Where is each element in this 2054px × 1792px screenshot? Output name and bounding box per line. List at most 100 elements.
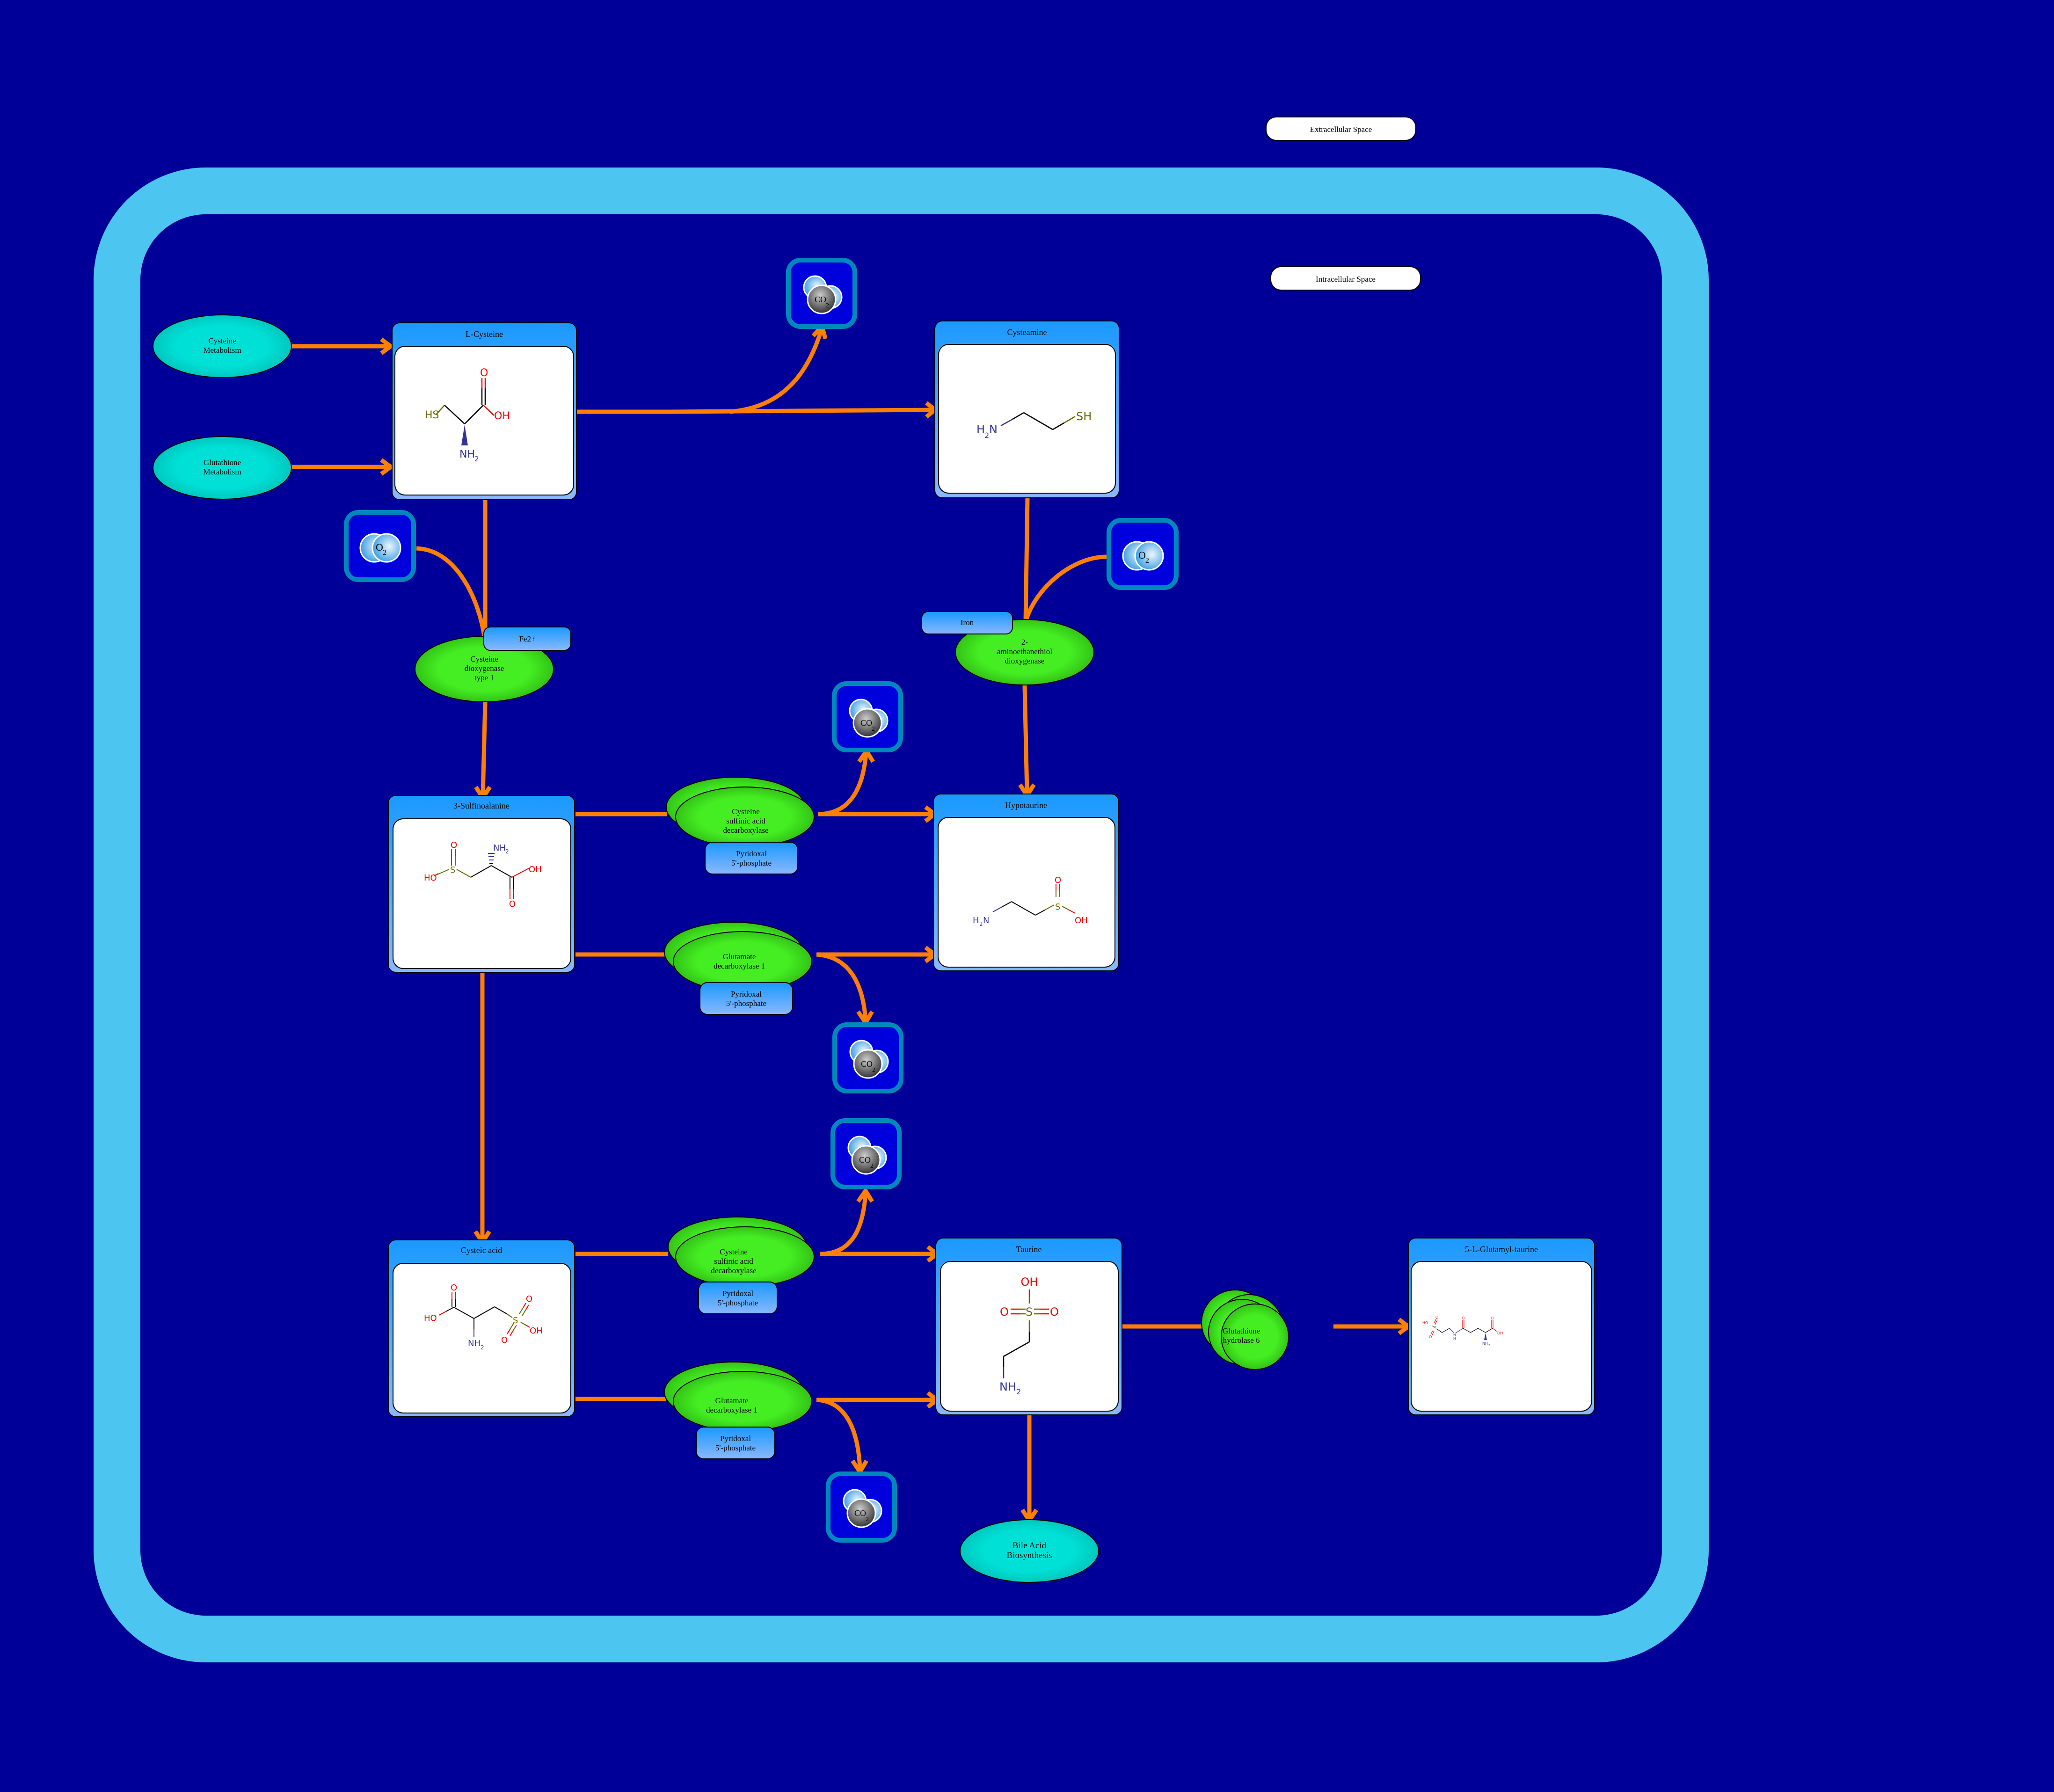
metabolite-name: L-Cysteine — [466, 329, 503, 339]
atom-label: OH — [530, 1326, 543, 1336]
atom-label: N — [989, 423, 998, 436]
cofactor-label: Pyridoxal — [720, 1434, 751, 1443]
atom-label: OH — [1075, 916, 1088, 925]
cofactor-plp-1[interactable]: Pyridoxal 5'-phosphate — [705, 842, 798, 874]
atom-label: N — [983, 916, 989, 925]
atom-label: O — [1462, 1316, 1464, 1320]
edge-cdo1-to-sulfinoalanine[interactable] — [481, 701, 488, 796]
atom-label: O — [1050, 1305, 1059, 1319]
enzyme-glutamate-decarboxylase-1-a[interactable]: Glutamate decarboxylase 1 — [664, 922, 812, 992]
edge-gad1-to-co2[interactable] — [816, 952, 868, 1020]
enzyme-label: dioxygenase — [465, 664, 504, 673]
cell-membrane — [94, 168, 1709, 1662]
small-molecule-co2-top[interactable]: CO 2 — [786, 258, 857, 329]
enzyme-cysteine-dioxygenase-type-1[interactable]: Cysteine dioxygenase type 1 — [415, 636, 554, 702]
enzyme-label: decarboxylase — [711, 1266, 756, 1275]
enzyme-label: Glutamate — [715, 1396, 749, 1405]
small-molecule-co2-gad1-2[interactable]: CO 2 — [826, 1471, 897, 1543]
metabolite-l-cysteine[interactable]: L-Cysteine HS O OH NH 2 — [392, 322, 577, 500]
co2-icon — [849, 699, 889, 738]
atom-label: NH — [459, 449, 475, 460]
enzyme-2-aminoethanethiol-dioxygenase[interactable]: 2- aminoethanethiol dioxygenase — [955, 619, 1094, 685]
co2-icon — [849, 1040, 889, 1079]
metabolite-name: 3-Sulfinoalanine — [453, 801, 510, 810]
molecule-label: 2 — [872, 1067, 875, 1074]
atom-label: O — [526, 1294, 532, 1304]
small-molecule-co2-csad-2[interactable]: CO 2 — [830, 1118, 902, 1189]
atom-label: O — [1055, 875, 1061, 885]
metabolite-taurine[interactable]: Taurine OH O S O NH 2 — [935, 1238, 1122, 1415]
small-molecule-co2-gad1-1[interactable]: CO 2 — [832, 1022, 903, 1093]
enzyme-cysteine-sulfinic-acid-decarboxylase-2[interactable]: Cysteine sulfinic acid decarboxylase — [668, 1217, 815, 1287]
edge-cysteamine-to-ado[interactable] — [1023, 498, 1030, 623]
pathway-node-glutathione-metabolism[interactable]: Glutathione Metabolism — [153, 436, 292, 500]
pathway-node-cysteine-metabolism[interactable]: Cysteine Metabolism — [153, 314, 292, 378]
edge-ado-to-hypotaurine[interactable] — [1022, 685, 1029, 794]
enzyme-label: aminoethanethiol — [997, 647, 1052, 656]
small-molecule-o2-left[interactable]: O 2 — [344, 510, 416, 582]
enzyme-glutamate-decarboxylase-1-b[interactable]: Glutamate decarboxylase 1 — [664, 1362, 812, 1432]
cofactor-plp-3[interactable]: Pyridoxal 5'-phosphate — [698, 1282, 778, 1314]
structure-taurine — [1003, 1289, 1049, 1378]
metabolite-cysteamine[interactable]: Cysteamine H 2 N SH — [934, 321, 1120, 498]
small-molecule-co2-csad-1[interactable]: CO 2 — [832, 681, 903, 752]
atom-label: H — [973, 916, 979, 925]
edge-gad1-2-to-co2[interactable] — [816, 1398, 862, 1470]
cofactor-label: 5'-phosphate — [726, 999, 766, 1008]
cofactor-plp-2[interactable]: Pyridoxal 5'-phosphate — [699, 982, 793, 1015]
enzyme-label: Glutathione — [1223, 1326, 1260, 1335]
enzyme-label: sulfinic acid — [726, 816, 765, 825]
cofactor-iron[interactable]: Iron — [921, 611, 1013, 634]
pathway-node-bile-acid-biosynthesis[interactable]: Bile Acid Biosynthesis — [960, 1519, 1099, 1583]
molecule-label: 2 — [383, 549, 386, 557]
metabolite-cysteic-acid[interactable]: Cysteic acid O HO NH — [388, 1239, 575, 1417]
molecule-label: O — [1138, 549, 1146, 561]
atom-label: NH — [1482, 1341, 1488, 1346]
o2-icon — [1122, 541, 1164, 571]
metabolite-3-sulfinoalanine[interactable]: 3-Sulfinoalanine O S HO NH 2 OH O — [388, 795, 575, 973]
molecule-label: CO — [854, 1508, 866, 1518]
edge-lcysteine-to-cysteamine[interactable] — [576, 408, 934, 414]
enzyme-label: decarboxylase 1 — [714, 962, 765, 970]
atom-label: 2 — [1016, 1387, 1021, 1396]
enzyme-label: Glutamate — [723, 952, 756, 961]
metabolite-name: Hypotaurine — [1005, 801, 1047, 810]
molecule-label: CO — [815, 295, 826, 304]
atom-label: HO — [424, 873, 437, 883]
edge-csad2-to-co2[interactable] — [819, 1193, 868, 1256]
molecule-label: CO — [860, 718, 872, 728]
atom-label: S — [1055, 902, 1060, 912]
arrowhead-icon — [380, 337, 394, 355]
small-molecule-o2-right[interactable]: O 2 — [1107, 518, 1179, 590]
cofactor-fe2[interactable]: Fe2+ — [483, 626, 571, 651]
edge-o2-to-cdo1[interactable] — [416, 546, 487, 637]
metabolite-5-l-glutamyl-taurine[interactable]: 5-L-Glutamyl-taurine HO O S O N H — [1408, 1238, 1595, 1415]
pathway-label: Glutathione — [204, 458, 241, 467]
enzyme-glutathione-hydrolase-6[interactable]: Glutathione hydrolase 6 — [1201, 1289, 1289, 1370]
atom-label: O — [501, 1335, 508, 1345]
structure-hypotaurine — [992, 884, 1076, 916]
atom-label: S — [1434, 1326, 1436, 1330]
edge-branch-to-co2[interactable] — [729, 327, 824, 414]
atom-label: O — [480, 367, 488, 379]
cofactor-plp-4[interactable]: Pyridoxal 5'-phosphate — [696, 1427, 775, 1459]
atom-label: 2 — [481, 1344, 484, 1351]
pathway-label: Metabolism — [203, 346, 241, 355]
enzyme-cysteine-sulfinic-acid-decarboxylase-1[interactable]: Cysteine sulfinic acid decarboxylase — [666, 777, 815, 847]
enzyme-label: decarboxylase — [723, 826, 768, 835]
atom-label: HO — [1422, 1321, 1428, 1325]
cofactor-label: Fe2+ — [519, 634, 535, 643]
reaction-edges — [291, 321, 1412, 1525]
arrowhead-icon — [380, 458, 394, 476]
metabolite-name: Taurine — [1016, 1245, 1042, 1254]
edge-o2-to-ado[interactable] — [1023, 554, 1107, 623]
edge-csad-to-co2[interactable] — [817, 753, 868, 816]
cofactor-label: Pyridoxal — [736, 849, 767, 858]
intracellular-label: Intracellular Space — [1270, 266, 1421, 291]
metabolite-hypotaurine[interactable]: Hypotaurine H 2 N O S OH — [933, 794, 1119, 971]
enzyme-label: Cysteine — [470, 655, 498, 663]
enzyme-label: Cysteine — [720, 1247, 748, 1256]
pathway-label: Cysteine — [208, 336, 236, 345]
o2-icon — [359, 533, 401, 563]
atom-label: O — [1491, 1316, 1493, 1320]
